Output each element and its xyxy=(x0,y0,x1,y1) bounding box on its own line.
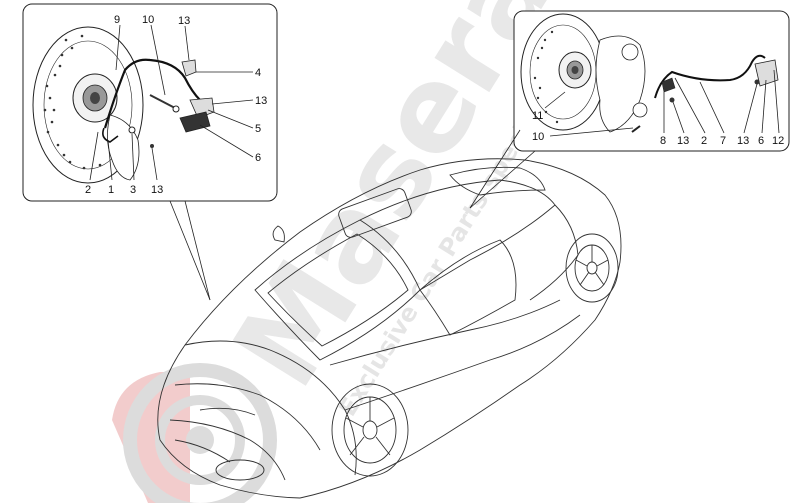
callout-label: 13 xyxy=(151,184,163,196)
callout-label: 13 xyxy=(677,135,689,147)
callout-label: 13 xyxy=(255,95,267,107)
callout-label: 12 xyxy=(772,135,784,147)
car-illustration xyxy=(157,158,622,499)
callout-label: 1 xyxy=(108,184,114,196)
callout-label: 9 xyxy=(114,14,120,26)
callout-label: 4 xyxy=(255,67,261,79)
right-detail-panel: 11 10 8 13 2 7 13 6 12 xyxy=(469,10,790,209)
rear-brake-disc-icon xyxy=(520,13,648,133)
rear-wheel-icon xyxy=(565,233,619,303)
callout-label: 10 xyxy=(532,131,544,143)
callout-label: 5 xyxy=(255,123,261,135)
callout-label: 10 xyxy=(142,14,154,26)
left-detail-panel: 9 10 13 4 13 5 6 2 1 3 13 xyxy=(22,3,278,301)
callout-label: 6 xyxy=(758,135,764,147)
callout-label: 7 xyxy=(720,135,726,147)
callout-label: 13 xyxy=(737,135,749,147)
callout-label: 6 xyxy=(255,152,261,164)
callout-label: 2 xyxy=(85,184,91,196)
left-callout-lines xyxy=(89,24,254,181)
watermark-logo-icon xyxy=(112,363,277,503)
callout-label: 11 xyxy=(532,110,543,122)
callout-label: 2 xyxy=(701,135,707,147)
brake-disc-icon xyxy=(32,26,144,184)
right-callout-lines xyxy=(544,69,780,137)
callout-label: 3 xyxy=(130,184,136,196)
front-wheel-icon xyxy=(331,383,409,477)
callout-label: 8 xyxy=(660,135,666,147)
callout-label: 13 xyxy=(178,15,190,27)
